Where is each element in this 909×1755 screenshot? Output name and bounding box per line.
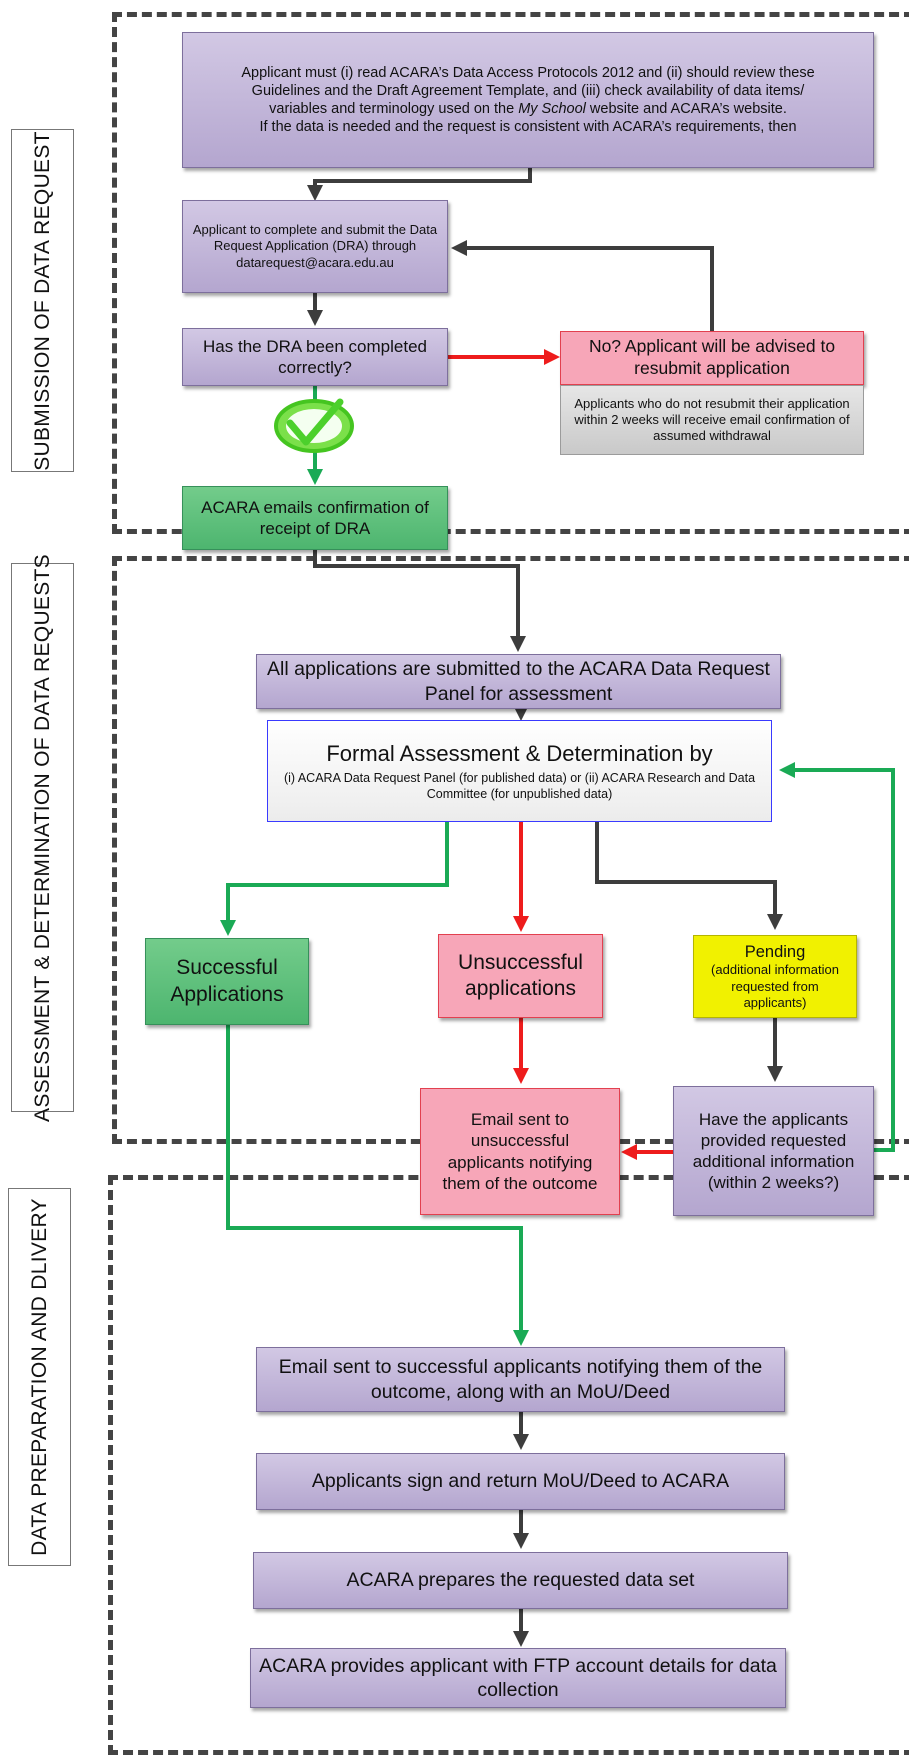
dra-check-text: Has the DRA been completed correctly? — [203, 336, 427, 377]
prepare-data-text: ACARA prepares the requested data set — [346, 1569, 695, 1592]
provided-info-text: Have the applicants provided requested a… — [692, 1109, 855, 1193]
arrow-formal-to-pending — [595, 822, 783, 930]
email-unsuccessful-text: Email sent to unsuccessful applicants no… — [442, 1110, 598, 1193]
withdrawal-note-text: Applicants who do not resubmit their app… — [574, 395, 850, 444]
submitted-panel-text: All applications are submitted to the AC… — [267, 658, 770, 705]
ftp-account-text: ACARA provides applicant with FTP accoun… — [259, 1654, 777, 1701]
sign-return-box: Applicants sign and return MoU/Deed to A… — [256, 1453, 785, 1510]
email-successful-text: Email sent to successful applicants noti… — [278, 1356, 763, 1403]
successful-applications-box: Successful Applications — [145, 938, 309, 1025]
pending-box: Pending (additional information requeste… — [693, 935, 857, 1018]
resubmit-text: No? Applicant will be advised to resubmi… — [588, 336, 836, 378]
submitted-panel-box: All applications are submitted to the AC… — [256, 654, 781, 709]
submission-section-label: SUBMISSION OF DATA REQUEST — [11, 129, 74, 472]
arrow-confirmation-to-panel — [313, 550, 526, 652]
confirmation-box: ACARA emails confirmation of receipt of … — [182, 486, 448, 550]
formal-assessment-box: Formal Assessment & Determination by (i)… — [267, 720, 772, 822]
unsuccessful-applications-text: Unsuccessful applications — [458, 950, 583, 1000]
ftp-account-box: ACARA provides applicant with FTP accoun… — [250, 1648, 786, 1708]
complete-dra-box: Applicant to complete and submit the Dat… — [182, 200, 448, 293]
formal-assessment-title: Formal Assessment & Determination by — [326, 740, 713, 766]
assessment-section-label: ASSESSMENT & DETERMINATION OF DATA REQUE… — [11, 554, 74, 1121]
arrow-provided-to-formal — [779, 762, 895, 1152]
submission-section-border — [112, 12, 909, 534]
arrow-intro-to-complete — [307, 168, 532, 201]
delivery-section-label: DATA PREPARATION AND DLIVERY — [8, 1188, 71, 1566]
email-successful-box: Email sent to successful applicants noti… — [256, 1347, 785, 1412]
intro-line-2: Guidelines and the Draft Agreement Templ… — [251, 82, 805, 99]
intro-requirements-box: Applicant must (i) read ACARA’s Data Acc… — [182, 32, 874, 168]
withdrawal-note-box: Applicants who do not resubmit their app… — [560, 385, 864, 455]
pending-subtitle: (additional information requested from a… — [711, 962, 839, 1010]
arrow-formal-to-successful — [220, 822, 449, 936]
formal-assessment-subtitle: (i) ACARA Data Request Panel (for publis… — [283, 771, 756, 801]
confirmation-text: ACARA emails confirmation of receipt of … — [201, 497, 429, 538]
unsuccessful-applications-box: Unsuccessful applications — [438, 934, 603, 1018]
sign-return-text: Applicants sign and return MoU/Deed to A… — [311, 1470, 730, 1493]
intro-line-1: Applicant must (i) read ACARA’s Data Acc… — [241, 64, 815, 81]
pending-title: Pending — [744, 942, 806, 961]
intro-line-4: If the data is needed and the request is… — [259, 119, 797, 136]
provided-info-box: Have the applicants provided requested a… — [673, 1086, 874, 1216]
email-unsuccessful-box: Email sent to unsuccessful applicants no… — [420, 1088, 620, 1215]
check-mark-icon — [274, 398, 354, 453]
arrow-resubmit-to-complete — [451, 240, 714, 331]
intro-line-3: variables and terminology used on the My… — [269, 101, 787, 117]
complete-dra-text: Applicant to complete and submit the Dat… — [192, 222, 438, 270]
resubmit-box: No? Applicant will be advised to resubmi… — [560, 331, 864, 385]
arrow-successful-to-email — [226, 1025, 529, 1346]
successful-applications-text: Successful Applications — [170, 956, 284, 1006]
prepare-data-box: ACARA prepares the requested data set — [253, 1552, 788, 1609]
dra-check-box: Has the DRA been completed correctly? — [182, 328, 448, 386]
my-school-emphasis: My School — [518, 101, 586, 117]
